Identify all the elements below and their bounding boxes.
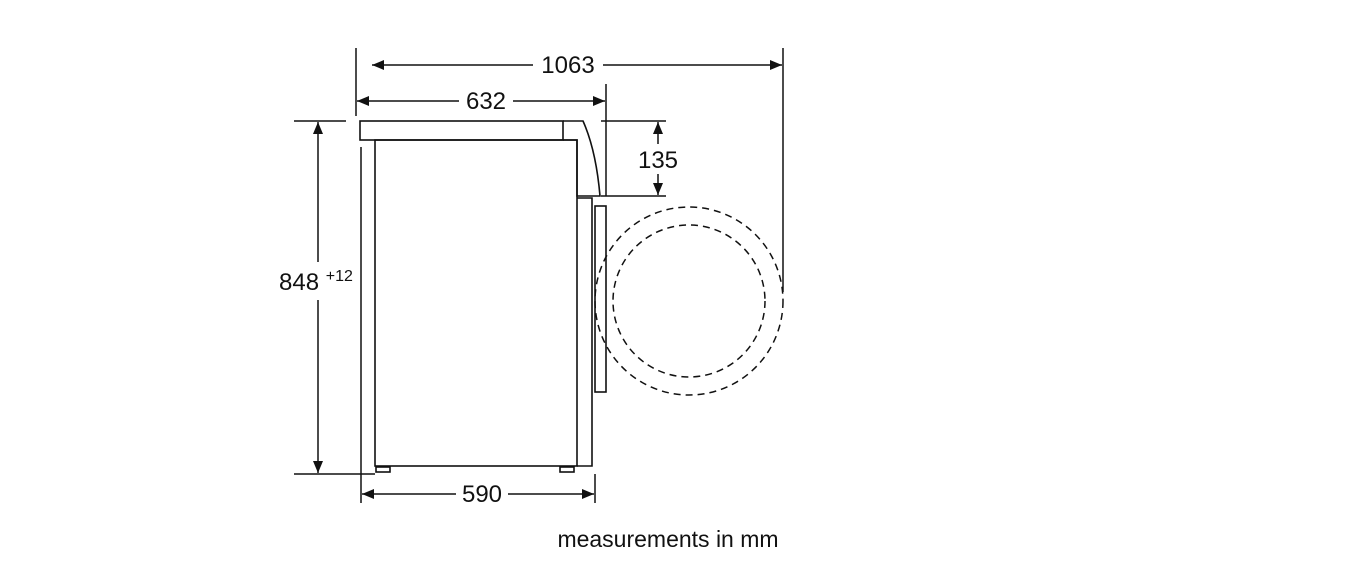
measurement-units-caption: measurements in mm [557, 526, 778, 552]
machine-top-cover [359, 120, 564, 141]
door-swing-indicator [594, 206, 784, 396]
dimension-lines [313, 60, 782, 499]
machine-foot-right [559, 466, 575, 473]
dimension-label-depth-with-top: 632 [466, 88, 506, 115]
dimension-label-body-depth: 590 [462, 481, 502, 508]
door-swing-outer-circle [594, 206, 784, 396]
machine-control-panel [563, 120, 601, 197]
extension-lines [294, 48, 784, 503]
dimension-label-height-tolerance: +12 [326, 268, 353, 285]
dimension-label-top-offset: 135 [638, 147, 678, 174]
dimension-label-height: 848 +12 [279, 268, 353, 296]
machine-body [374, 139, 578, 467]
machine-door-window [594, 205, 607, 393]
dimension-label-total-depth: 1063 [541, 52, 594, 79]
machine-door-frame [577, 197, 593, 467]
machine-foot-left [375, 466, 391, 473]
dimension-label-height-value: 848 [279, 269, 319, 296]
washing-machine-outline [359, 120, 607, 473]
door-swing-inner-circle [612, 224, 766, 378]
